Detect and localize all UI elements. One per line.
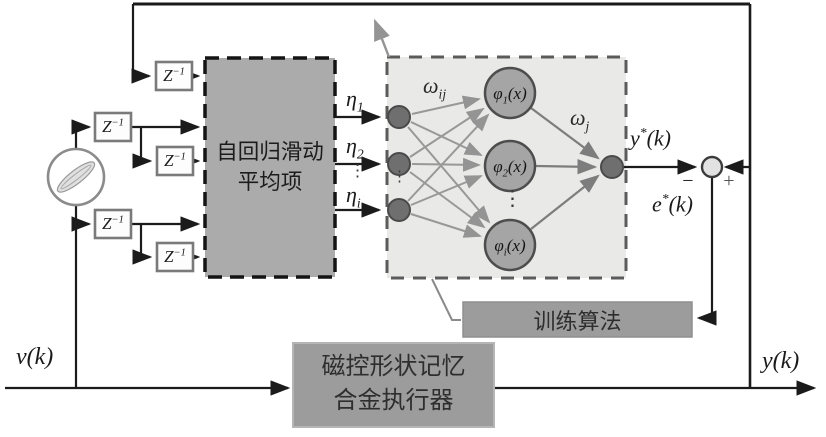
phii-label: φi(x) [494, 236, 526, 259]
etai-label: ηi [346, 182, 361, 211]
phi2-label: φ2(x) [493, 157, 527, 180]
summation-node [700, 155, 724, 179]
phi1-label: φ1(x) [493, 84, 527, 107]
input-neurons-ellipsis: ⋮ [392, 169, 407, 185]
actuator-block-label: 磁控形状记忆 合金执行器 [321, 354, 466, 414]
eta-ellipsis: ⋮ [349, 161, 366, 180]
eta1-label: η1 [346, 86, 364, 115]
sum-plus-sign: + [722, 170, 736, 192]
vk-label: v(k) [16, 344, 54, 370]
signal-source-icon [46, 147, 106, 207]
arma-block-label: 自回归滑动 平均项 [216, 140, 324, 194]
delay4-label: Z−1 [102, 214, 124, 233]
delay3-label: Z−1 [164, 151, 186, 170]
hidden-output-weights [530, 107, 600, 230]
hidden-neurons-ellipsis: ⋮ [502, 186, 523, 210]
input-hidden-weights [407, 95, 491, 238]
eta2-label: η2 [346, 133, 364, 162]
delay2-input-line [71, 119, 92, 149]
output-neuron [600, 155, 624, 179]
input-neurons [387, 105, 411, 222]
delay1-label: Z−1 [163, 66, 185, 85]
omega-j-label: ωj [570, 105, 590, 134]
error-feedback-line [696, 177, 717, 326]
training-block-label: 训练算法 [533, 308, 622, 334]
estar-label: e*(k) [652, 191, 693, 217]
training-block-box [462, 301, 693, 338]
yk-label: y(k) [762, 348, 800, 374]
hidden-neurons [483, 66, 537, 272]
delay5-input-line [132, 224, 153, 265]
sum-minus-sign: − [681, 170, 695, 192]
arma-block-box [203, 56, 337, 279]
nn-callout-arrow [373, 18, 391, 58]
delay3-input-line [132, 127, 153, 169]
omega-ij-label: ωij [423, 73, 447, 102]
ystar-label: y*(k) [630, 125, 671, 151]
delay-blocks [93, 60, 195, 273]
actuator-block-box [292, 342, 495, 428]
delay5-label: Z−1 [164, 247, 186, 266]
delay1-input-line [131, 4, 152, 84]
training-callout-line [431, 278, 461, 321]
delay2-label: Z−1 [102, 117, 124, 136]
